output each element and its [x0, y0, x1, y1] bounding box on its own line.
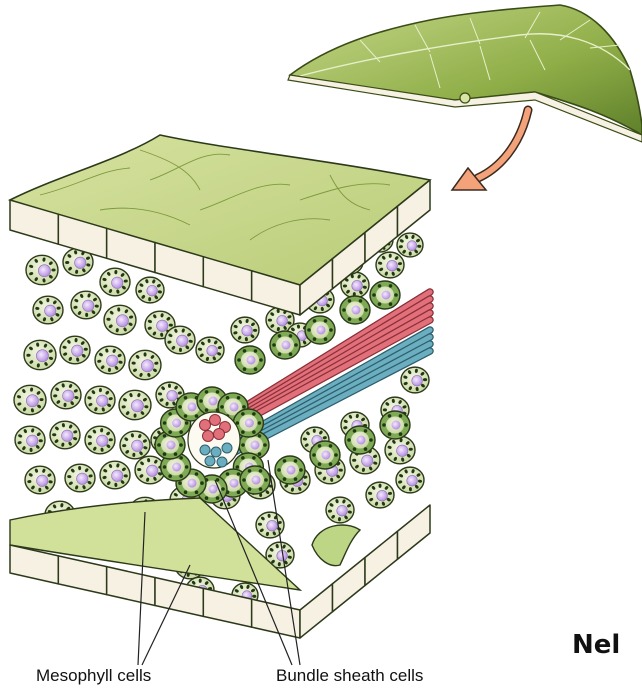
mesophyll-cell: [120, 431, 150, 459]
mesophyll-cell: [14, 385, 46, 414]
mesophyll-cell: [15, 426, 45, 454]
mesophyll-cell: [196, 337, 224, 363]
mesophyll-cell: [85, 386, 115, 414]
bundle-sheath-cell: [235, 346, 265, 374]
bundle-sheath-cell: [340, 296, 370, 324]
phloem-tube: [200, 445, 210, 455]
mesophyll-cell: [231, 317, 259, 343]
mesophyll-cell: [71, 291, 101, 319]
mesophyll-cell: [50, 421, 80, 449]
bundle-sheath-cells-label: Bundle sheath cells: [276, 666, 423, 686]
mesophyll-cell: [65, 464, 95, 492]
mesophyll-cells-label: Mesophyll cells: [36, 666, 151, 686]
phloem-tube: [217, 457, 227, 467]
phloem-tube: [205, 456, 215, 466]
mesophyll-cell: [26, 255, 58, 284]
mesophyll-cell: [366, 482, 394, 508]
arrow-icon: [452, 110, 528, 190]
mesophyll-cell: [396, 467, 424, 493]
mesophyll-cell: [129, 350, 161, 379]
leaf-icon: [288, 5, 642, 142]
cropped-corner-text: Nel: [572, 630, 620, 660]
mesophyll-cell: [165, 326, 195, 354]
mesophyll-cell: [397, 233, 423, 257]
mesophyll-cell: [136, 277, 164, 303]
xylem-vessel: [210, 415, 221, 426]
mesophyll-cell: [85, 426, 115, 454]
bundle-sheath-cell: [270, 331, 300, 359]
mesophyll-cell: [401, 367, 429, 393]
bundle-sheath-cell: [370, 281, 400, 309]
bundle-sheath-cell: [275, 456, 305, 484]
bundle-sheath-cell: [240, 466, 270, 494]
xylem-vessel: [200, 420, 211, 431]
mesophyll-cell: [326, 497, 354, 523]
bundle-sheath-cell: [345, 426, 375, 454]
mesophyll-cell: [51, 381, 81, 409]
xylem-vessel: [203, 431, 214, 442]
phloem-tube: [222, 443, 232, 453]
xylem-vessel: [214, 429, 225, 440]
mesophyll-cell: [100, 268, 130, 296]
bundle-cross-section: [188, 412, 240, 468]
mesophyll-cell: [95, 346, 125, 374]
mesophyll-cell: [60, 336, 90, 364]
bundle-sheath-cell: [310, 441, 340, 469]
bundle-sheath-cell: [305, 316, 335, 344]
mesophyll-cell: [104, 305, 136, 334]
mesophyll-cell: [385, 436, 415, 464]
bundle-sheath-cell: [380, 411, 410, 439]
phloem-tube: [211, 447, 221, 457]
mesophyll-cell: [33, 296, 63, 324]
mesophyll-cell: [119, 390, 151, 419]
mesophyll-cell: [100, 461, 130, 489]
mesophyll-cell: [376, 252, 404, 278]
mesophyll-cell: [25, 466, 55, 494]
mesophyll-cell: [24, 340, 56, 369]
